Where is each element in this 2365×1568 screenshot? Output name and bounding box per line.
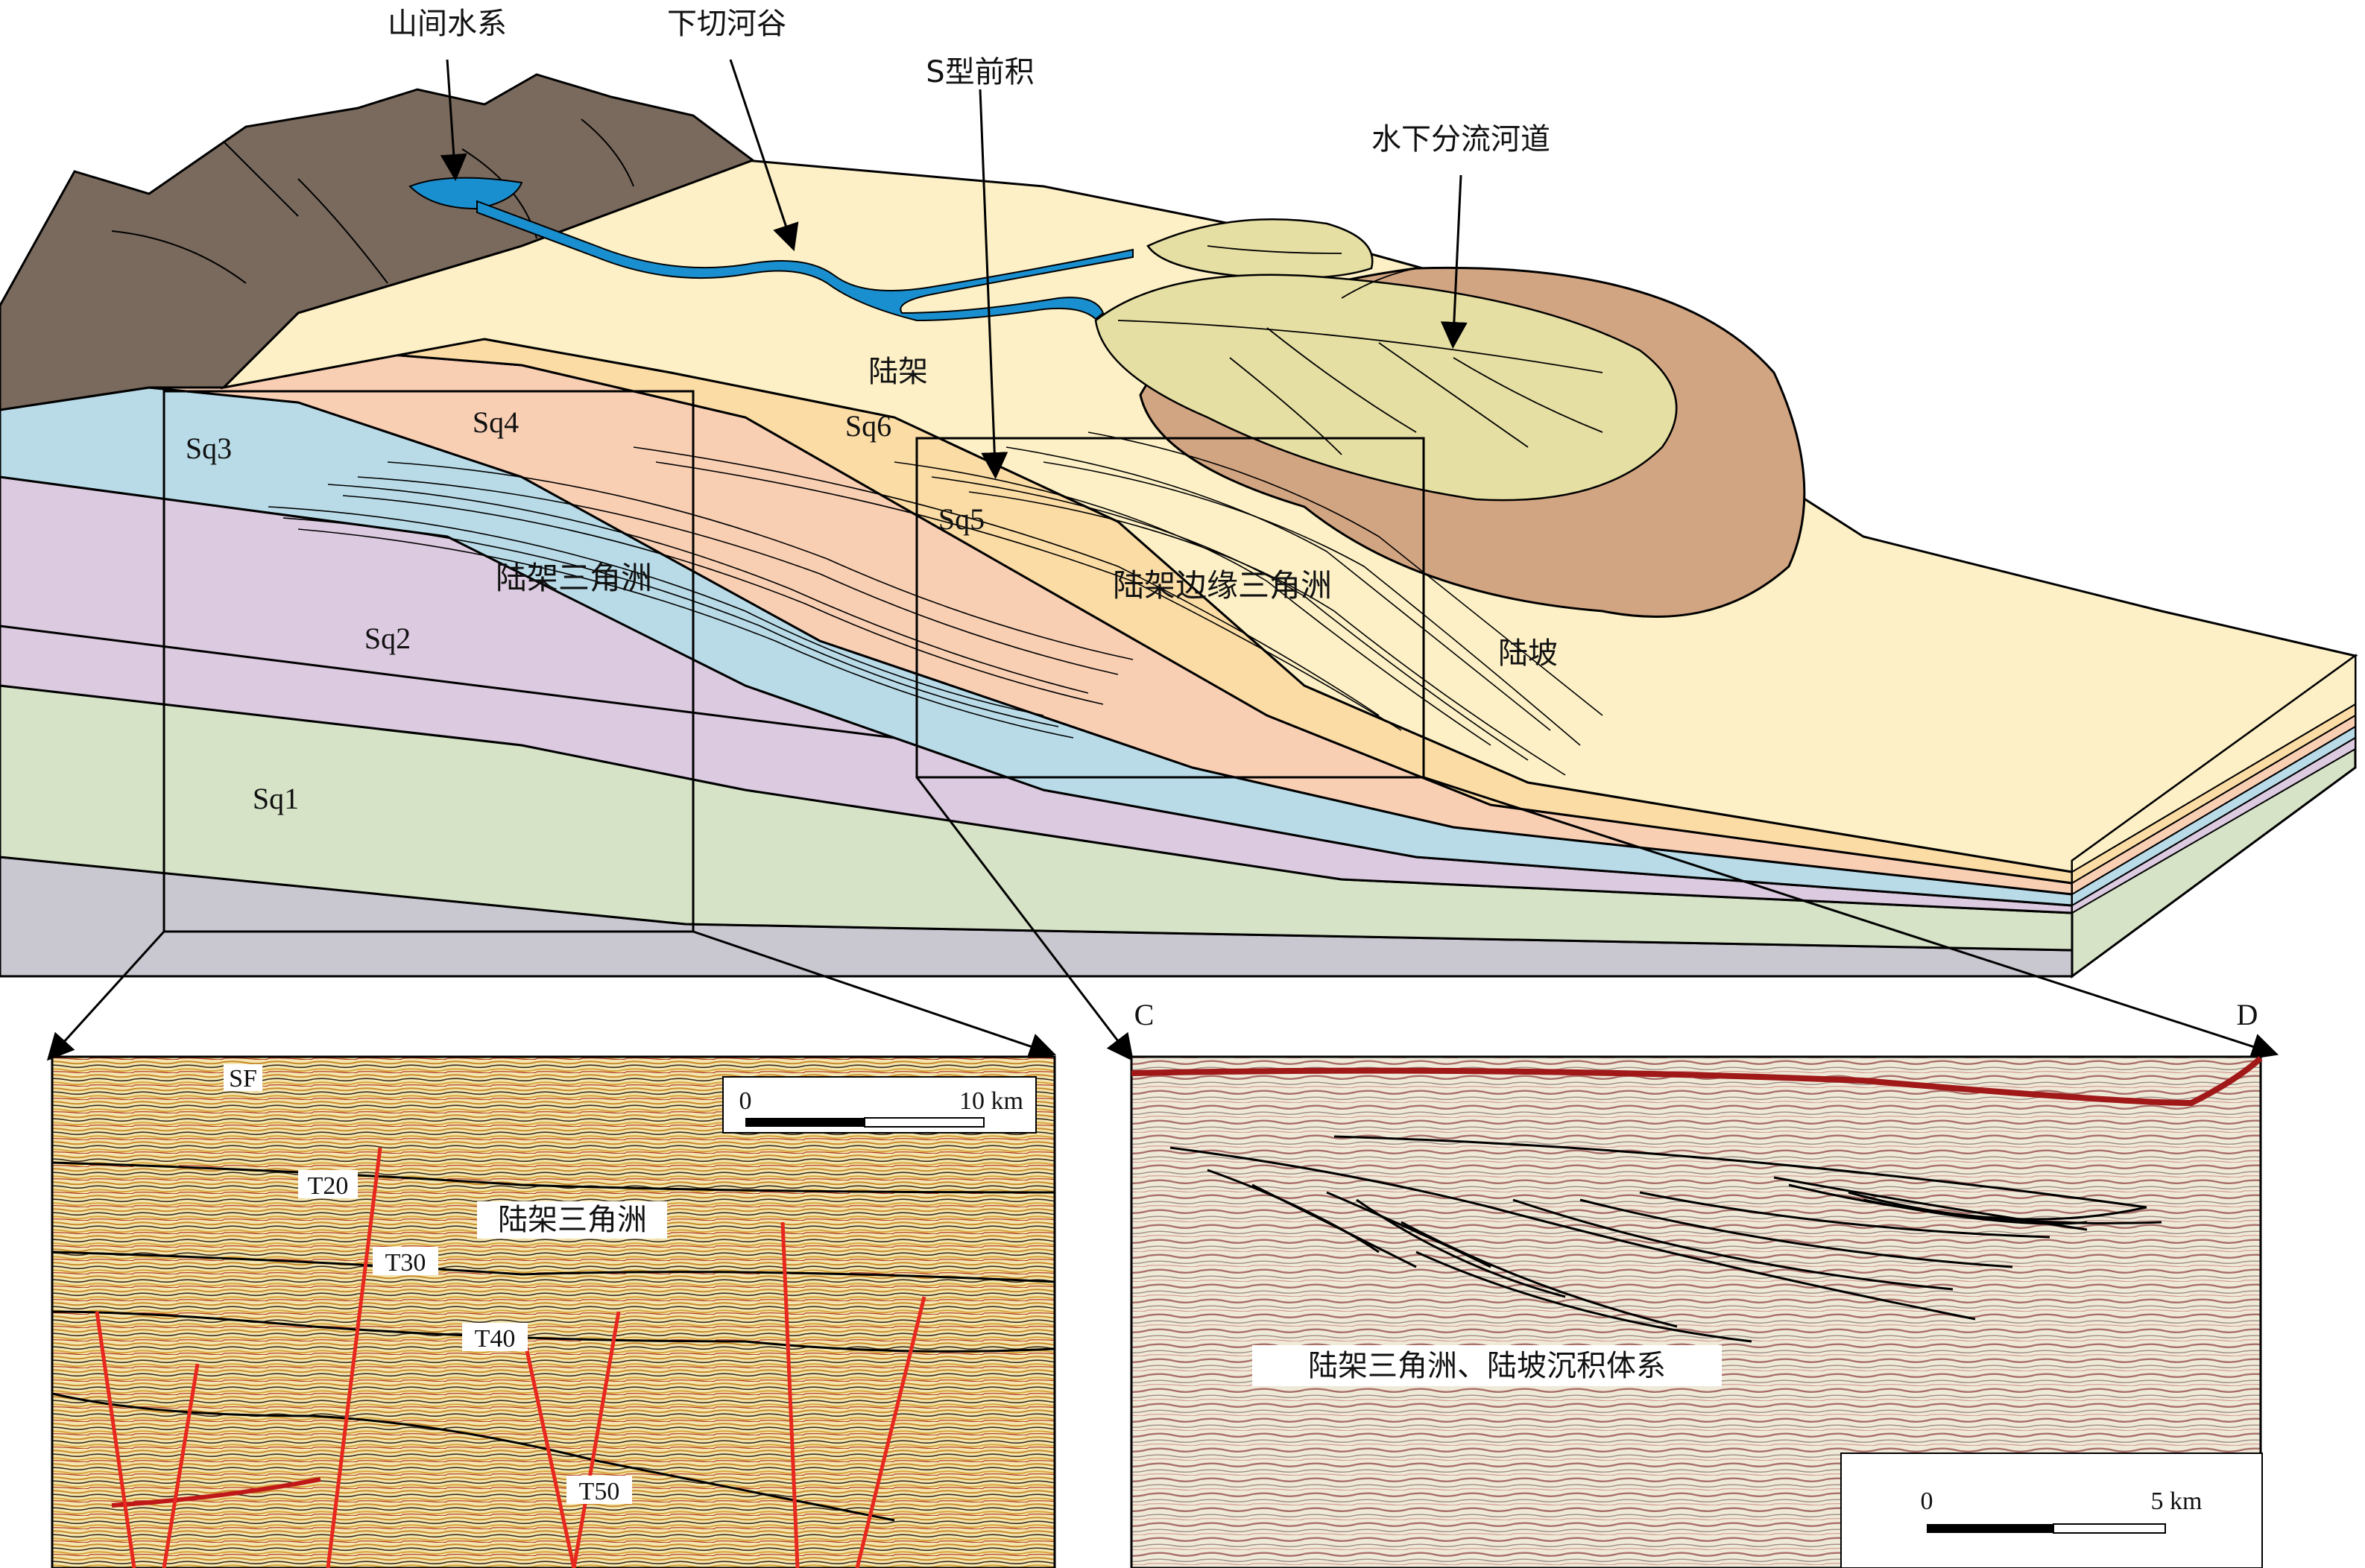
- seismic-left-horizons: [51, 1161, 1055, 1522]
- callout-arrow-s-progradation: [979, 89, 1008, 479]
- callout-arrow-mountain-drainage: [440, 59, 467, 181]
- label-shelf-delta: 陆架三角洲: [496, 560, 652, 596]
- seismic-right-label: 陆架三角洲、陆坡沉积体系: [1308, 1349, 1666, 1383]
- scale-right-end: 5 km: [2151, 1488, 2203, 1515]
- seismic-left-panel: SF T20 T30 T40 T50 陆架三角洲 0 10 km: [51, 1055, 1056, 1568]
- label-sq6: Sq6: [845, 409, 891, 443]
- interpreted-clinoforms: [1169, 1135, 2162, 1343]
- block-diagram: 山间水系 下切河谷 S型前积 水下分流河道 陆架 陆坡 陆架三角洲 陆架边缘三角…: [0, 7, 2358, 1062]
- delta-lobe-small: [1146, 218, 1374, 279]
- label-slope: 陆坡: [1498, 636, 1558, 671]
- mountain-range: [0, 73, 756, 411]
- label-sq1: Sq1: [253, 782, 299, 815]
- horizon-t50: T50: [579, 1478, 620, 1505]
- callout-arrow-incised-valley: [729, 59, 799, 252]
- profile-end-c: C: [1134, 998, 1155, 1031]
- connector-left-b: [692, 930, 1057, 1060]
- seismic-left-label: 陆架三角洲: [498, 1203, 647, 1237]
- scale-bar-right: 0 5 km: [1840, 1452, 2263, 1568]
- seismic-left-red-reflector: [111, 1477, 321, 1508]
- connector-right-b: [1423, 776, 2279, 1060]
- connector-right-a: [915, 777, 1134, 1062]
- horizon-sf: SF: [229, 1065, 257, 1093]
- scale-left-end: 10 km: [959, 1087, 1023, 1115]
- delta-lobe-large: [1094, 274, 1678, 502]
- fault-lines: [95, 1147, 926, 1568]
- seismic-right-panel: 陆架三角洲、陆坡沉积体系 C D 0 5 km: [1130, 998, 2263, 1568]
- label-sq3: Sq3: [186, 431, 232, 465]
- profile-end-d: D: [2237, 998, 2258, 1031]
- horizon-t40: T40: [475, 1325, 516, 1353]
- mountain-ridges: [111, 118, 634, 284]
- scale-left-zero: 0: [739, 1087, 752, 1115]
- right-inset-frame: [915, 437, 1425, 779]
- label-sq2: Sq2: [364, 622, 411, 655]
- scale-bar-left: 0 10 km: [722, 1076, 1037, 1134]
- sq2-internal-line: [0, 625, 895, 739]
- left-inset-frame: [162, 390, 695, 933]
- seismic-left-image: [51, 1055, 1056, 1568]
- callout-arrow-subaqueous-channel: [1440, 174, 1468, 349]
- shelf-delta-clinoforms: [268, 461, 1134, 739]
- connector-left-a: [46, 930, 165, 1061]
- label-s-progradation: S型前积: [926, 55, 1034, 89]
- scale-right-zero: 0: [1921, 1488, 1933, 1515]
- incised-valley-river: [476, 200, 1134, 322]
- horizon-t30: T30: [385, 1249, 426, 1277]
- right-face-band-purple: [2071, 736, 2356, 914]
- shelf-margin-clinoforms: [633, 431, 1603, 776]
- label-shelf: 陆架: [868, 355, 928, 389]
- label-subaqueous-channel: 水下分流河道: [1371, 122, 1550, 157]
- horizon-t20: T20: [308, 1172, 349, 1200]
- label-mountain-drainage: 山间水系: [388, 7, 507, 41]
- label-shelf-margin-delta: 陆架边缘三角洲: [1113, 567, 1332, 604]
- label-sq5: Sq5: [938, 502, 985, 536]
- distributary-channels: [1117, 245, 1603, 455]
- seafloor-reflector: [1131, 1056, 2263, 1107]
- label-sq4: Sq4: [473, 405, 519, 439]
- label-incised-valley: 下切河谷: [667, 7, 786, 41]
